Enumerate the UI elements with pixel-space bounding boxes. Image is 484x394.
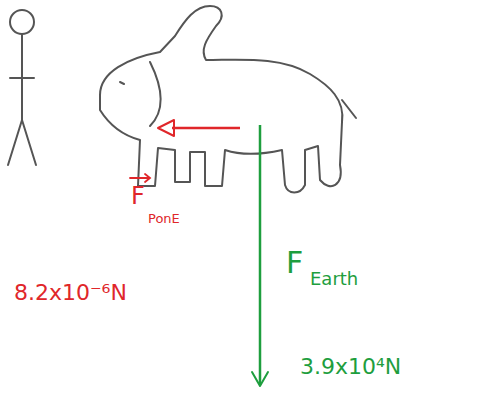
force-symbol: F <box>131 184 145 208</box>
stick-figure <box>8 10 36 165</box>
force-magnitude: 8.2x10⁻⁶N <box>14 282 127 304</box>
force-arrow-person <box>130 120 240 182</box>
force-subscript: Earth <box>310 270 358 288</box>
force-arrow-earth <box>252 125 268 386</box>
force-magnitude: 3.9x10⁴N <box>300 356 401 378</box>
elephant <box>100 6 356 193</box>
force-subscript: PonE <box>148 212 180 225</box>
force-symbol: F <box>286 248 303 278</box>
